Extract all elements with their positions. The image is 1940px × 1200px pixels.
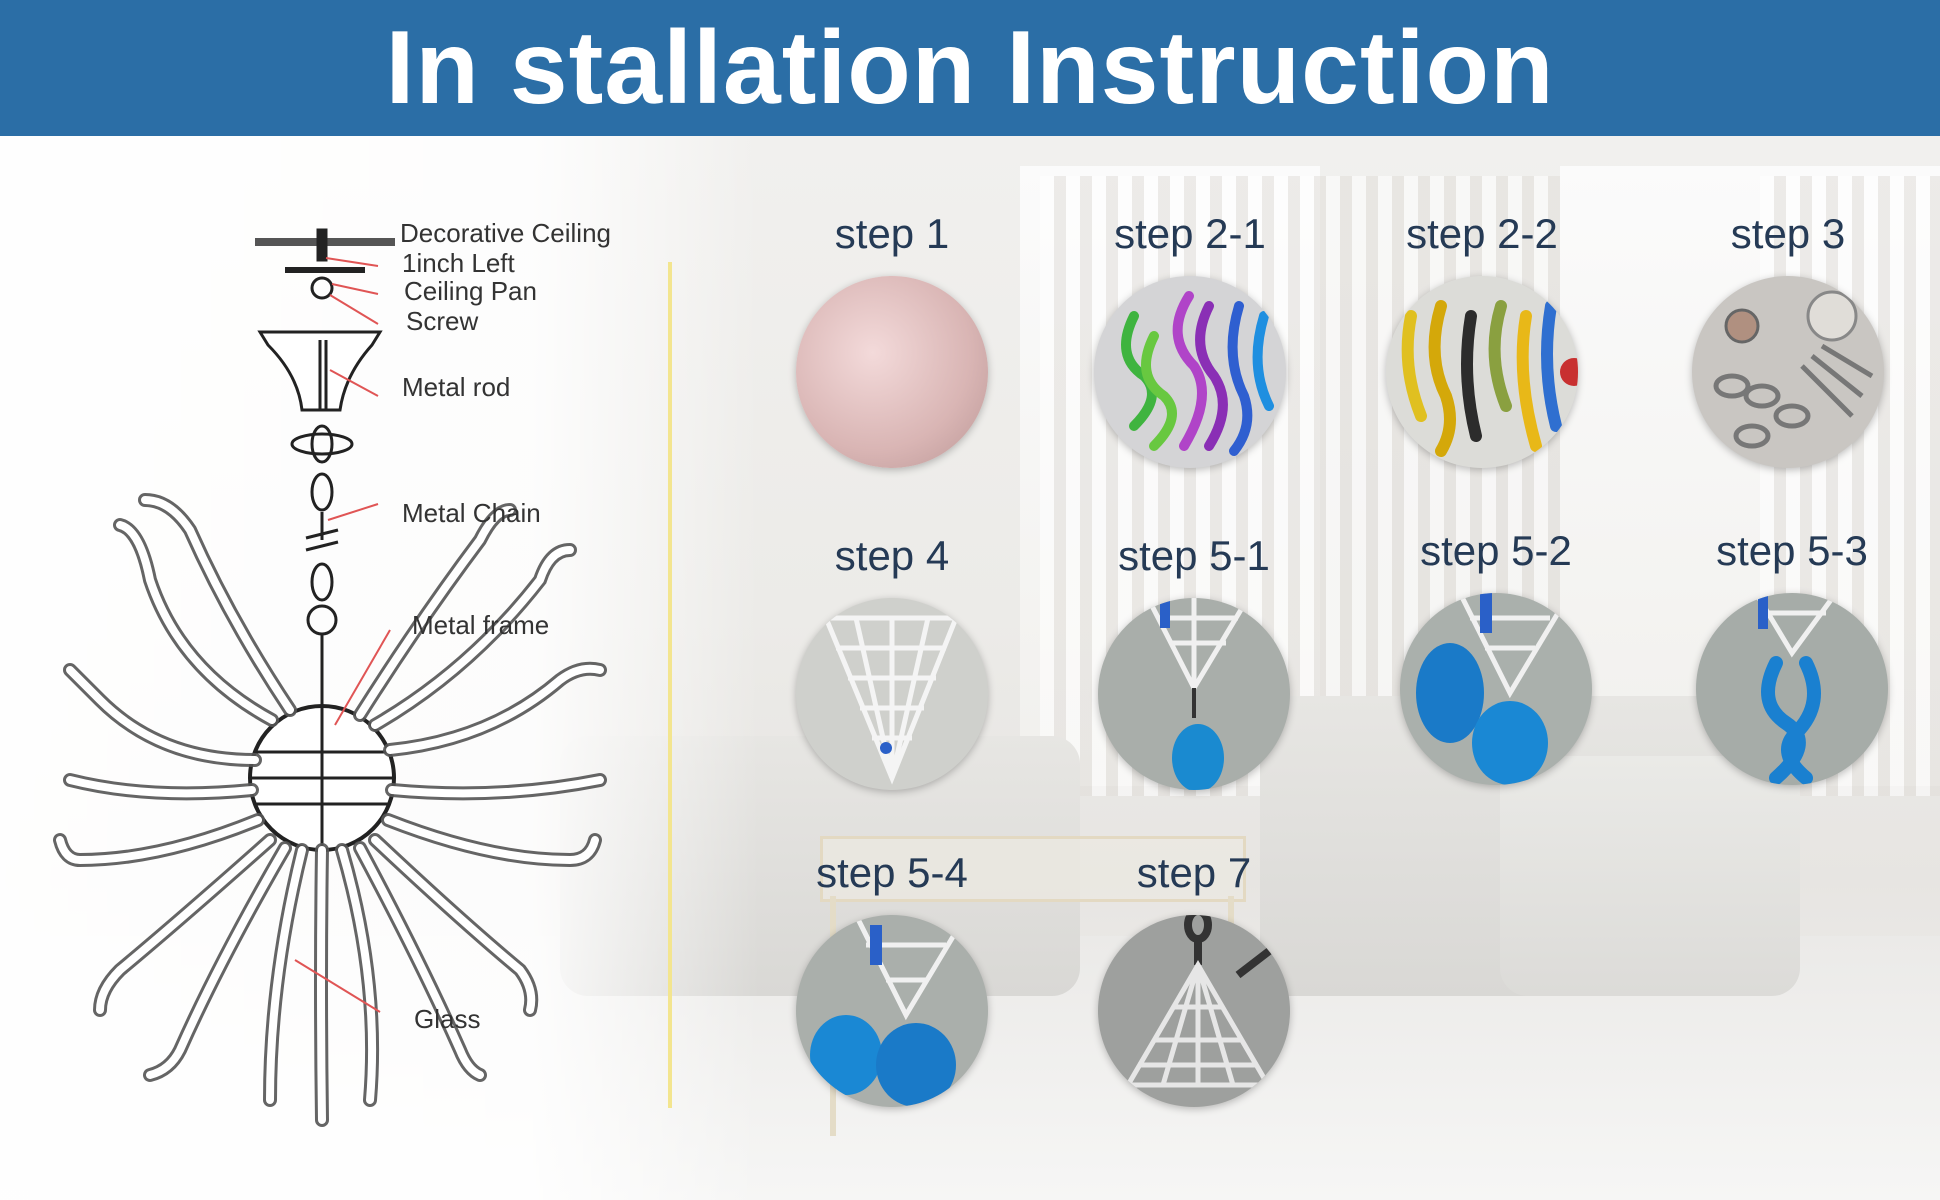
step-photo-yellow-blue-glass (1386, 276, 1578, 468)
hanging-frame-picture (1123, 915, 1290, 1088)
step-label: step 1 (834, 210, 950, 257)
step-2-1: step 2-1 (1090, 210, 1290, 468)
step-photo-pink-fabric (796, 276, 988, 468)
step-photo-hardware-parts (1692, 276, 1884, 468)
armchair (1500, 756, 1800, 996)
label-metal-chain: Metal Chain (402, 498, 541, 528)
step-2-2: step 2-2 (1382, 210, 1582, 468)
label-metal-frame: Metal frame (412, 610, 550, 640)
step-3: step 3 (1688, 210, 1888, 468)
label-ceiling-pan: Ceiling Pan (404, 276, 537, 306)
step-photo-frame-with-blue-glass (1098, 598, 1290, 790)
step-label: step 5-2 (1420, 527, 1572, 574)
page-title: In stallation Instruction (385, 9, 1555, 126)
chandelier-drawing (53, 228, 607, 1127)
label-decorative-ceiling: Decorative Ceiling (400, 218, 611, 248)
step-5-3: step 5-3 (1692, 527, 1892, 785)
step-label: step 2-1 (1114, 210, 1266, 257)
step-photo-frame-with-blue-glass-2 (1400, 593, 1592, 785)
glass-spirals-picture (1121, 291, 1274, 456)
frame-blue-glass-3-picture (810, 915, 969, 1107)
step-photo-hanging-frame (1098, 915, 1290, 1107)
step-label: step 5-1 (1118, 532, 1270, 579)
coffee-table (820, 836, 1246, 902)
label-glass: Glass (414, 1004, 481, 1034)
step-label: step 5-3 (1716, 527, 1868, 574)
step-1: step 1 (792, 210, 992, 468)
chandelier-diagram: Decorative Ceiling 1inch Left Ceiling Pa… (40, 200, 660, 1130)
divider-line (668, 262, 672, 1108)
left-fade (0, 136, 760, 1200)
step-label: step 2-2 (1406, 210, 1558, 257)
step-photo-frame-with-blue-glass-3 (796, 915, 988, 1107)
frame-blue-glass-2-picture (1416, 593, 1573, 785)
step-5-1: step 5-1 (1094, 532, 1294, 790)
step-label: step 5-4 (816, 849, 968, 896)
yellow-blue-glass-picture (1401, 300, 1578, 457)
step-4: step 4 (792, 532, 992, 790)
header-banner: In stallation Instruction (0, 0, 1940, 136)
step-label: step 4 (834, 532, 950, 579)
step-5-4: step 5-4 (792, 849, 992, 1107)
step-5-2: step 5-2 (1396, 527, 1596, 785)
label-1inch-left: 1inch Left (402, 248, 515, 278)
step-photo-frame-with-blue-spiral (1696, 593, 1888, 785)
step-photo-colored-glass-spirals (1094, 276, 1286, 468)
hardware-parts-picture (1713, 290, 1874, 449)
label-metal-rod: Metal rod (402, 372, 511, 402)
step-label: step 7 (1136, 849, 1252, 896)
label-screw: Screw (406, 306, 479, 336)
frame-blue-spiral-picture (1753, 593, 1839, 785)
step-7: step 7 (1094, 849, 1294, 1107)
cone-frame-picture (822, 615, 960, 785)
frame-blue-glass-picture (1145, 598, 1251, 790)
step-label: step 3 (1730, 210, 1846, 257)
step-photo-metal-cone-frame (796, 598, 988, 790)
